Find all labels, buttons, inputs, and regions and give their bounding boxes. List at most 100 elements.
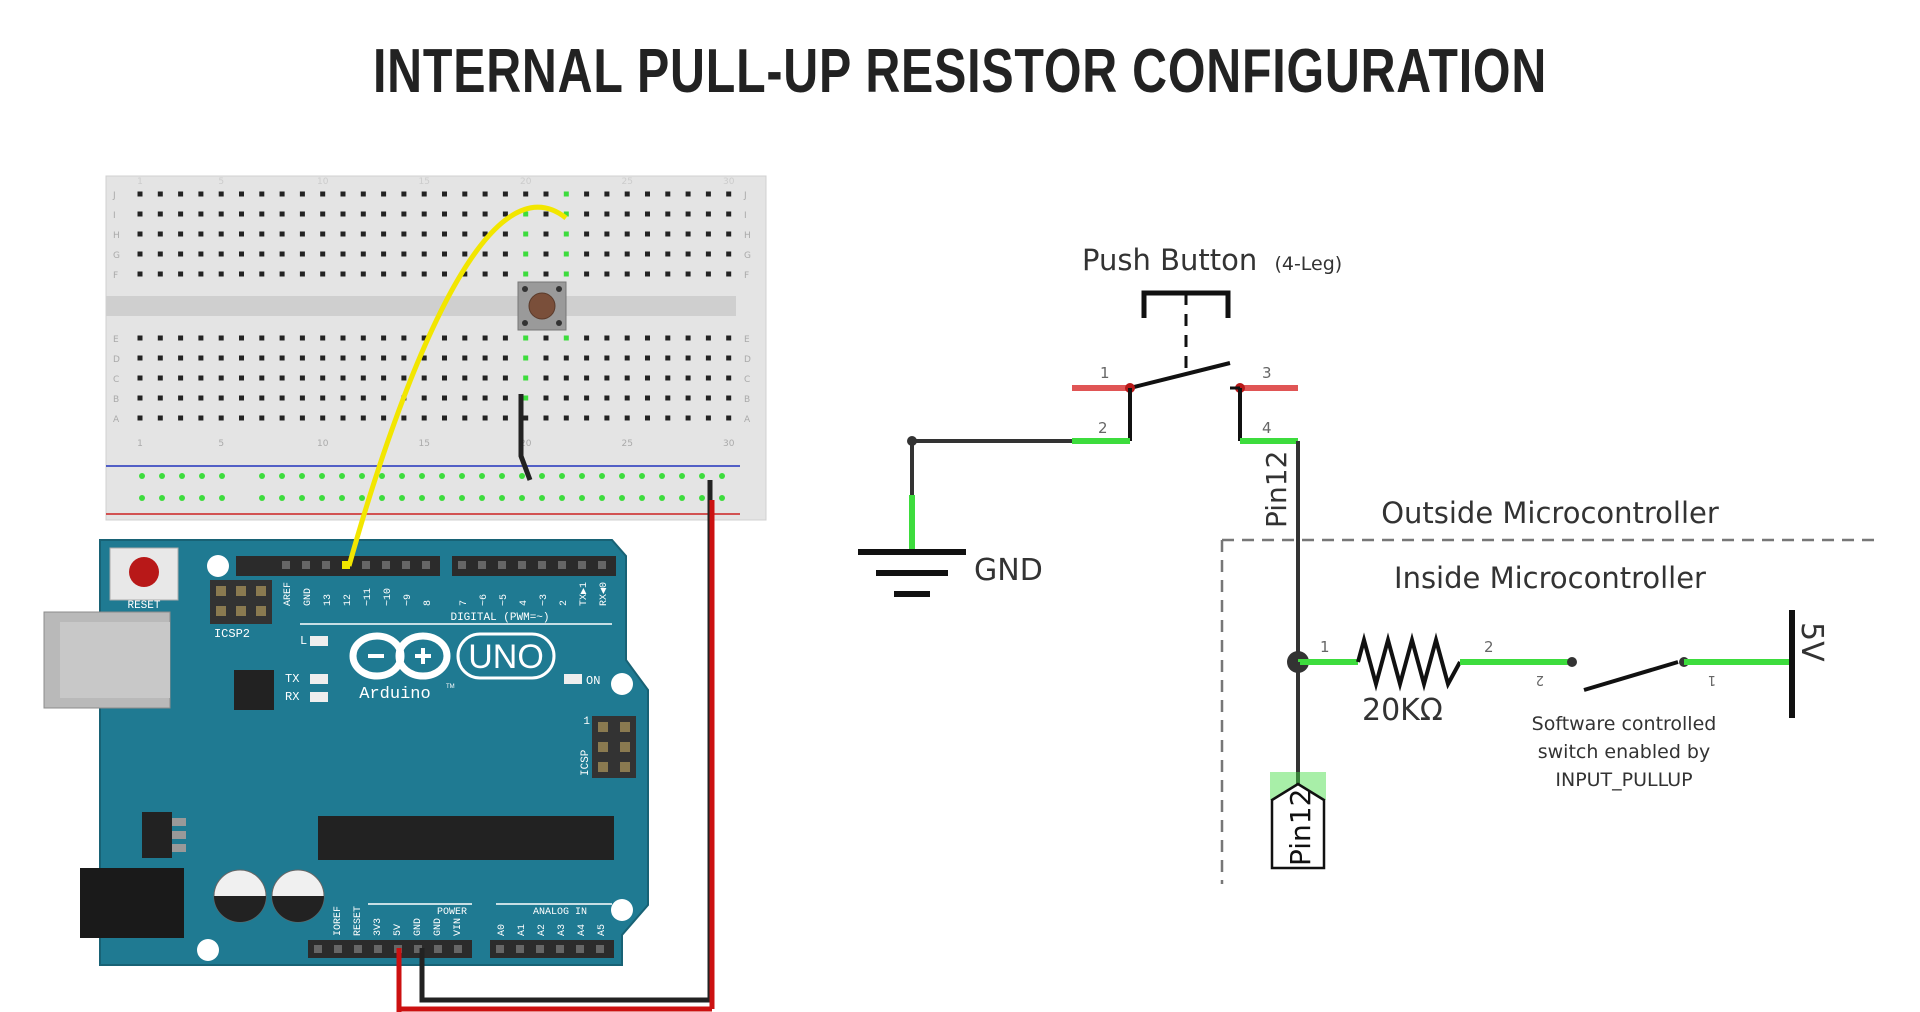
power-pin[interactable] — [354, 945, 362, 953]
breadboard-hole — [137, 395, 143, 401]
col-number: 30 — [723, 439, 735, 449]
breadboard-hole — [157, 355, 163, 361]
breadboard-hole — [502, 251, 508, 257]
breadboard-hole — [645, 395, 650, 401]
breadboard-push-button[interactable] — [517, 281, 567, 331]
digital-pin[interactable] — [498, 561, 506, 569]
power-pin[interactable] — [454, 945, 462, 953]
digital-pin[interactable] — [402, 561, 410, 569]
breadboard-hole — [604, 271, 610, 277]
rail-hole — [399, 495, 405, 501]
breadboard-hole — [259, 211, 265, 217]
breadboard-hole — [523, 231, 529, 237]
digital-pin[interactable] — [458, 561, 466, 569]
analog-pin-label: A2 — [537, 924, 548, 936]
breadboard-hole — [726, 251, 732, 257]
digital-pin[interactable] — [322, 561, 330, 569]
analog-pin[interactable] — [556, 945, 564, 953]
analog-pin[interactable] — [516, 945, 524, 953]
digital-pin[interactable] — [538, 561, 546, 569]
breadboard-hole — [178, 271, 184, 277]
breadboard-hole — [157, 231, 163, 237]
digital-pin[interactable] — [422, 561, 430, 569]
breadboard-hole — [502, 191, 508, 197]
col-number: 1 — [137, 177, 143, 187]
breadboard-hole — [563, 211, 569, 217]
breadboard-hole — [462, 355, 468, 361]
breadboard-hole — [340, 415, 346, 421]
breadboard-hole — [279, 231, 285, 237]
power-pin[interactable] — [434, 945, 442, 953]
digital-pin[interactable] — [282, 561, 290, 569]
breadboard-hole — [360, 231, 366, 237]
digital-pin[interactable] — [362, 561, 370, 569]
rail-hole — [279, 473, 285, 479]
breadboard-hole — [584, 191, 590, 197]
breadboard-hole — [482, 335, 488, 341]
power-pin-label: 5V — [393, 924, 404, 936]
breadboard-hole — [320, 191, 326, 197]
power-pin[interactable] — [414, 945, 422, 953]
rail-hole — [699, 473, 705, 479]
led-l — [310, 636, 328, 646]
breadboard-hole — [645, 335, 650, 341]
breadboard-hole — [584, 355, 590, 361]
breadboard-hole — [279, 271, 285, 277]
breadboard-hole — [645, 355, 650, 361]
mounting-hole — [207, 555, 229, 577]
power-pin-label: 3V3 — [373, 918, 384, 936]
button-leg-hole — [556, 320, 562, 326]
breadboard-hole — [624, 191, 630, 197]
breadboard-hole — [279, 211, 285, 217]
digital-pin[interactable] — [558, 561, 566, 569]
breadboard-hole — [178, 395, 184, 401]
breadboard-hole — [299, 375, 305, 381]
digital-pin[interactable] — [598, 561, 606, 569]
digital-pin[interactable] — [478, 561, 486, 569]
analog-pin[interactable] — [536, 945, 544, 953]
breadboard-hole — [502, 335, 508, 341]
resistor-value: 20KΩ — [1362, 693, 1443, 728]
reset-button[interactable] — [129, 557, 159, 587]
analog-pin[interactable] — [496, 945, 504, 953]
breadboard-hole — [340, 211, 346, 217]
rail-hole — [359, 473, 365, 479]
software-note-line-3: INPUT_PULLUP — [1555, 769, 1692, 791]
digital-pin[interactable] — [578, 561, 586, 569]
breadboard-hole — [178, 211, 184, 217]
breadboard-hole — [360, 191, 366, 197]
breadboard-hole — [685, 271, 691, 277]
led-l-label: L — [300, 634, 307, 648]
breadboard-hole — [360, 271, 366, 277]
digital-pin[interactable] — [302, 561, 310, 569]
reset-label: RESET — [127, 600, 160, 612]
breadboard-hole — [624, 355, 630, 361]
breadboard-hole — [381, 271, 387, 277]
rail-hole — [539, 473, 545, 479]
breadboard-hole — [543, 211, 549, 217]
led-on — [564, 674, 582, 684]
breadboard-hole — [665, 395, 671, 401]
power-pin[interactable] — [314, 945, 322, 953]
breadboard-hole — [624, 395, 630, 401]
power-pin[interactable] — [374, 945, 382, 953]
atmega-chip — [318, 816, 614, 860]
digital-pin[interactable] — [382, 561, 390, 569]
analog-pin[interactable] — [576, 945, 584, 953]
digital-pin-label: RX◀0 — [599, 582, 610, 606]
analog-pin[interactable] — [596, 945, 604, 953]
power-pin[interactable] — [334, 945, 342, 953]
digital-pin[interactable] — [342, 561, 350, 569]
rail-hole — [519, 495, 525, 501]
breadboard-hole — [178, 251, 184, 257]
row-letter: B — [113, 395, 119, 405]
breadboard-hole — [401, 211, 407, 217]
breadboard-hole — [157, 211, 163, 217]
power-label: POWER — [437, 907, 467, 918]
breadboard-hole — [381, 211, 387, 217]
breadboard-hole — [584, 375, 590, 381]
switch-pin-2-label: 2 — [1536, 672, 1544, 687]
breadboard-hole — [279, 191, 285, 197]
digital-pin[interactable] — [518, 561, 526, 569]
